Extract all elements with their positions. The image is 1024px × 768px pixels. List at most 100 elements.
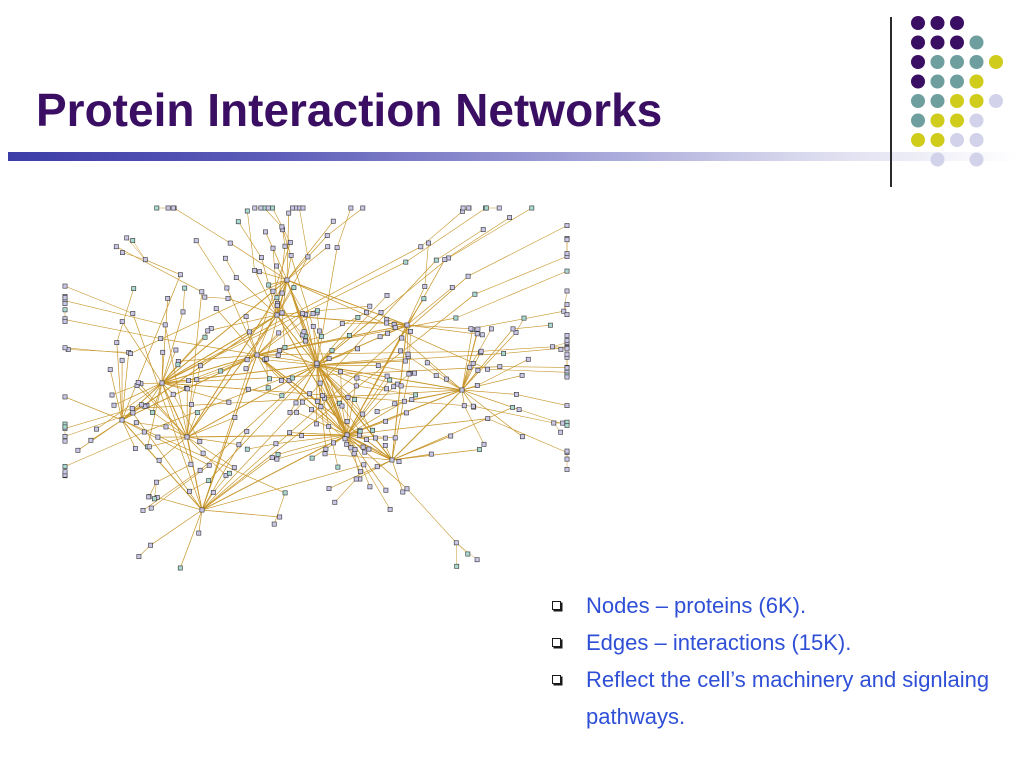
network-node xyxy=(175,362,181,368)
network-node xyxy=(355,315,361,320)
network-edge xyxy=(346,434,356,450)
network-node xyxy=(330,218,336,224)
network-node xyxy=(335,464,341,470)
network-edge xyxy=(461,375,523,391)
decorative-dot xyxy=(989,55,1003,69)
network-edge xyxy=(301,434,348,437)
network-edge xyxy=(198,509,203,534)
network-node xyxy=(279,310,285,316)
network-edge xyxy=(225,258,237,278)
network-edge xyxy=(328,459,393,489)
network-node xyxy=(384,320,390,326)
network-node xyxy=(186,378,191,383)
network-node xyxy=(372,435,378,441)
network-node xyxy=(354,375,360,381)
network-node xyxy=(324,233,330,238)
network-node xyxy=(383,487,389,493)
network-node xyxy=(310,324,316,329)
network-node xyxy=(136,554,142,559)
network-node xyxy=(377,334,383,340)
network-node xyxy=(62,394,68,400)
network-node xyxy=(402,358,408,364)
network-edge xyxy=(512,407,568,426)
network-edge xyxy=(157,497,203,511)
network-edge xyxy=(322,395,348,436)
network-edge xyxy=(487,418,568,453)
network-edge xyxy=(265,231,288,281)
network-edge xyxy=(161,349,177,384)
network-node xyxy=(326,486,332,491)
network-node xyxy=(366,446,372,452)
bullet-text: Edges – interactions (15K). xyxy=(586,630,852,655)
network-edge xyxy=(296,411,348,436)
network-node xyxy=(301,329,307,335)
network-node xyxy=(274,295,280,301)
network-edge xyxy=(391,389,463,461)
network-edge xyxy=(236,277,278,316)
network-edge xyxy=(201,464,364,511)
network-node xyxy=(163,424,169,430)
decorative-dot xyxy=(911,35,925,50)
network-node xyxy=(206,478,212,483)
decorative-dot xyxy=(930,113,945,128)
network-edge xyxy=(281,226,348,436)
network-node xyxy=(131,286,137,291)
network-node xyxy=(519,434,525,440)
network-edge xyxy=(328,426,339,468)
network-node xyxy=(404,322,410,328)
network-edge xyxy=(316,364,363,415)
network-edge xyxy=(195,240,228,289)
network-edge xyxy=(346,259,446,436)
network-edge xyxy=(336,207,352,248)
decorative-dot xyxy=(911,55,925,69)
network-edge xyxy=(165,426,188,438)
network-node xyxy=(370,427,375,433)
network-node xyxy=(392,435,398,441)
network-edge xyxy=(268,279,288,286)
network-node xyxy=(62,307,68,313)
network-node xyxy=(398,348,403,354)
network-node xyxy=(227,240,233,246)
network-edge xyxy=(161,382,474,407)
network-node xyxy=(428,451,434,457)
network-edge xyxy=(473,405,554,424)
network-node xyxy=(558,429,563,435)
network-edge xyxy=(164,324,203,511)
network-edge xyxy=(248,389,282,396)
network-edge xyxy=(461,352,481,391)
network-node xyxy=(62,301,68,306)
network-node xyxy=(322,451,328,457)
network-node xyxy=(299,433,304,439)
network-node xyxy=(474,383,480,388)
network-node xyxy=(413,392,418,398)
network-node xyxy=(270,245,276,251)
decorative-dot xyxy=(969,133,984,147)
network-edge xyxy=(340,371,343,407)
network-node xyxy=(194,377,200,382)
network-node xyxy=(326,356,332,361)
network-node xyxy=(133,420,139,426)
network-node xyxy=(317,328,322,334)
network-edge xyxy=(161,279,288,384)
network-edge xyxy=(384,445,393,461)
network-node xyxy=(141,429,147,435)
network-node xyxy=(387,377,393,383)
network-edge xyxy=(201,242,291,511)
network-node xyxy=(384,293,390,298)
network-edge xyxy=(161,354,258,384)
network-node xyxy=(62,464,68,469)
network-edge xyxy=(126,237,146,260)
network-node xyxy=(404,486,410,492)
bullet-text: Nodes – proteins (6K). xyxy=(586,593,807,618)
network-edge xyxy=(346,420,386,436)
network-node xyxy=(342,436,348,442)
network-node xyxy=(564,338,570,343)
network-node xyxy=(224,285,230,291)
bullet-text: Reflect the cell’s machinery and signlai… xyxy=(586,667,990,729)
network-node xyxy=(338,369,343,375)
network-node xyxy=(403,259,409,265)
network-edge xyxy=(264,359,318,366)
network-node xyxy=(279,290,285,296)
network-node xyxy=(119,417,125,423)
network-edge xyxy=(316,364,379,366)
